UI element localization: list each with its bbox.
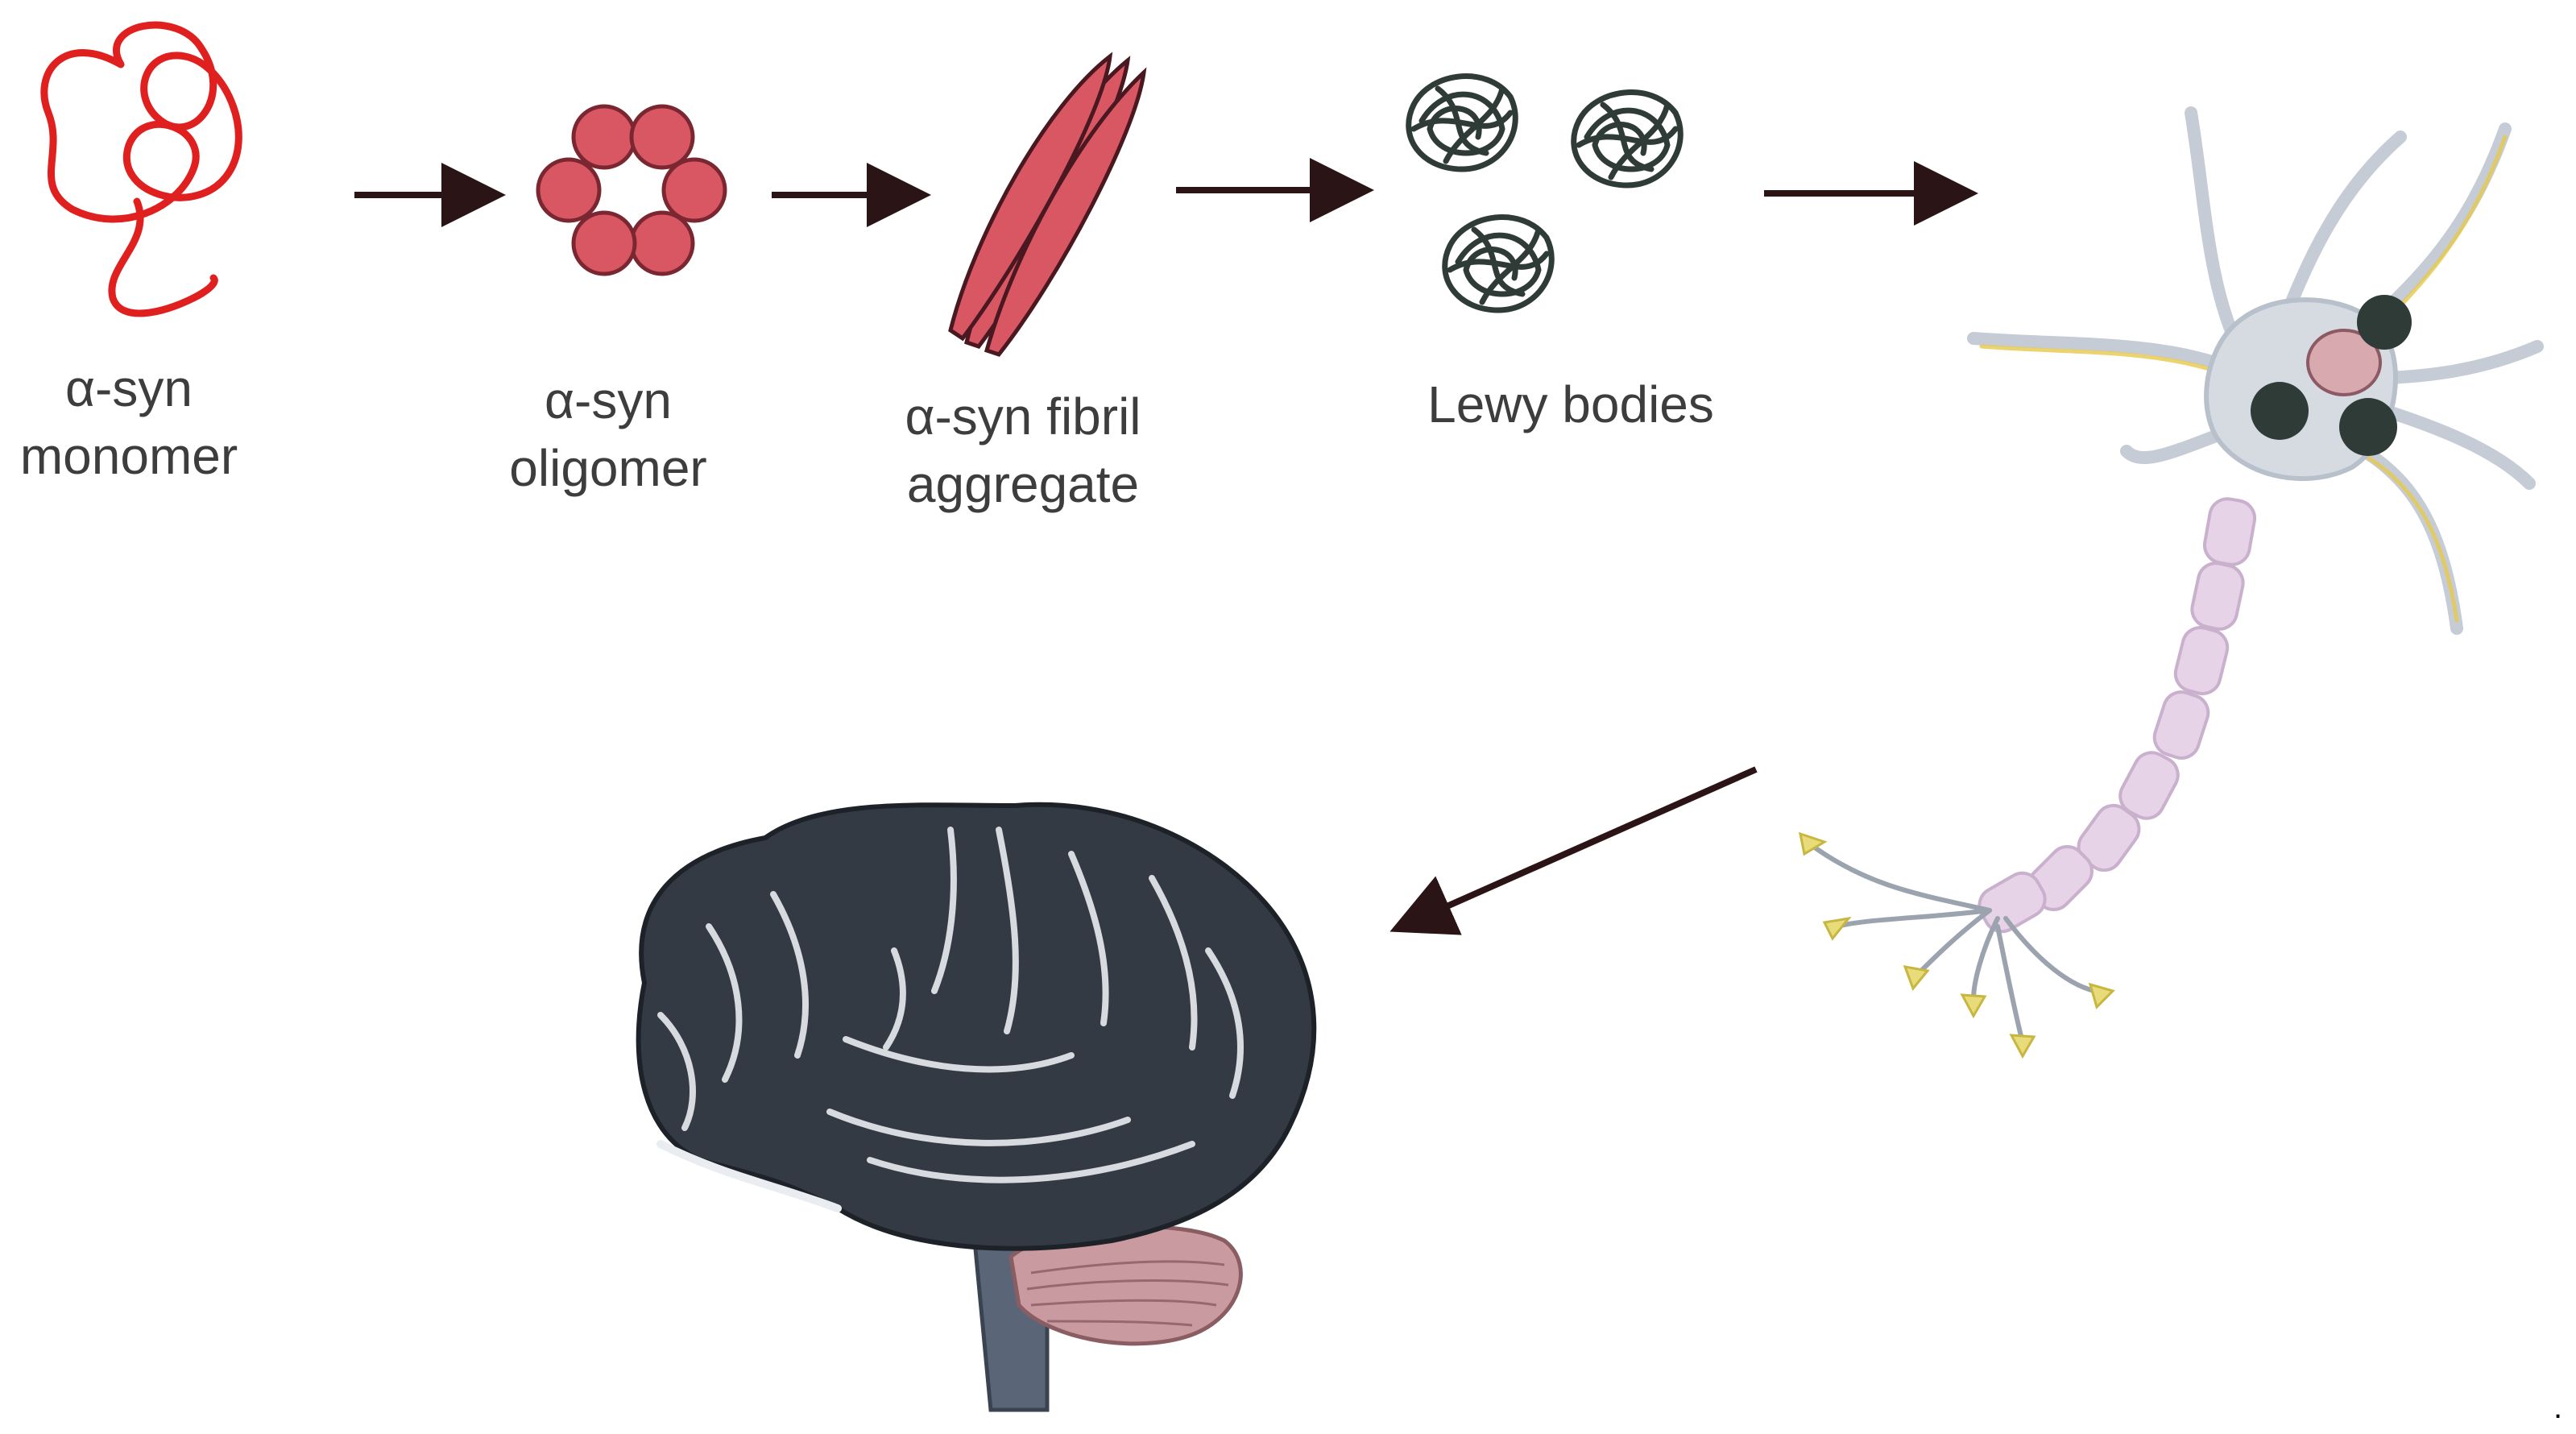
arrow-neuron-brain: [1389, 766, 1758, 935]
trailing-mark: .: [2553, 1390, 2562, 1425]
neuron-icon: [1799, 106, 2544, 1059]
label-monomer: α-syn monomer: [0, 354, 258, 490]
label-fibril-line-2: aggregate: [906, 455, 1140, 513]
fibril-bundle-icon: [948, 52, 1147, 357]
label-monomer-line-1: α-syn: [65, 359, 193, 417]
label-lewy-line-1: Lewy bodies: [1427, 375, 1714, 433]
label-fibril: α-syn fibril aggregate: [854, 383, 1192, 518]
brain-icon: [636, 802, 1317, 1412]
label-monomer-line-2: monomer: [19, 427, 238, 485]
label-oligomer-line-1: α-syn: [545, 371, 672, 429]
label-oligomer-line-2: oligomer: [509, 439, 707, 497]
label-fibril-line-1: α-syn fibril: [905, 388, 1141, 446]
oligomer-ring-icon: [536, 104, 727, 276]
protein-strand-icon: [40, 21, 242, 317]
label-lewy: Lewy bodies: [1385, 371, 1756, 438]
lewy-body-icon: [1406, 73, 1684, 313]
label-oligomer: α-syn oligomer: [475, 367, 741, 502]
